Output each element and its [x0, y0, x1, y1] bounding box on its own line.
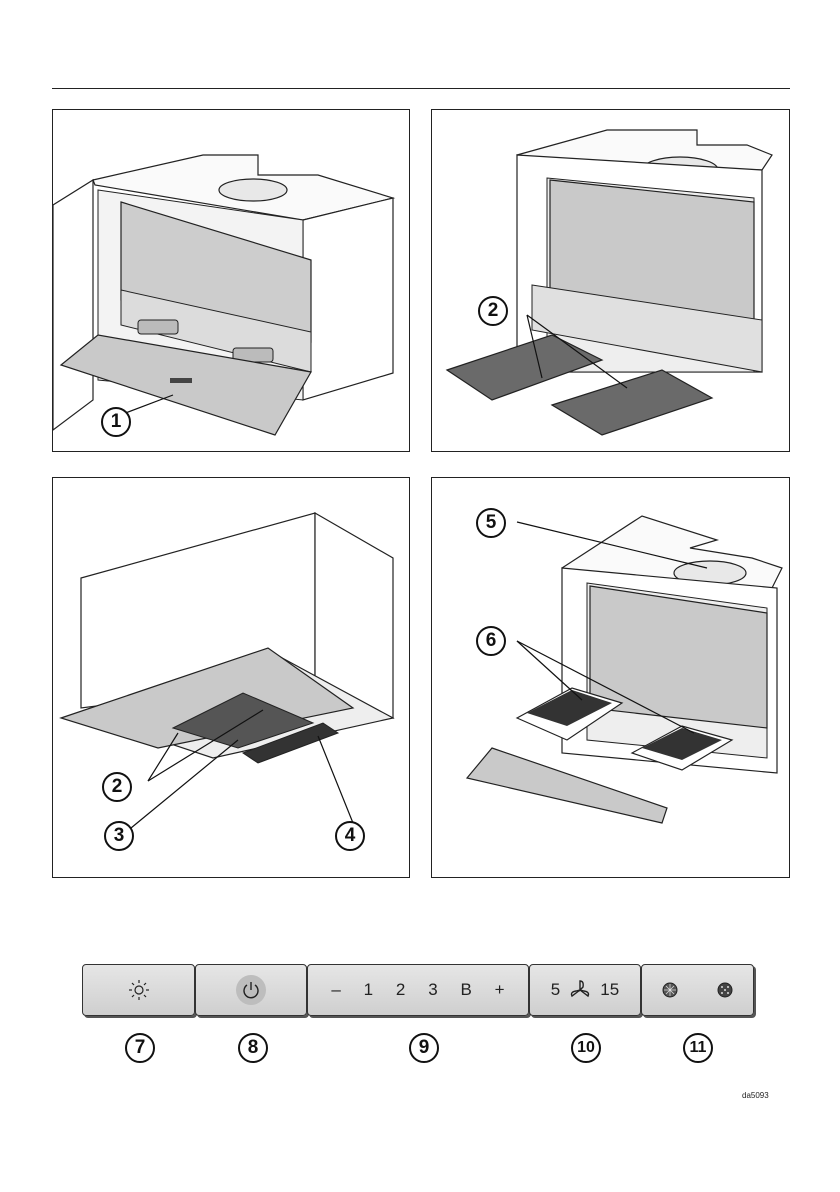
light-button[interactable]: [82, 964, 195, 1016]
callout-10: 10: [571, 1033, 601, 1063]
fan-level-2[interactable]: 2: [396, 980, 405, 1000]
light-icon: [127, 978, 151, 1002]
run-on-timer: 5 15: [529, 964, 641, 1016]
callout-7: 7: [125, 1033, 155, 1063]
fan-plus-button[interactable]: +: [495, 980, 505, 1000]
timer-15[interactable]: 15: [600, 980, 619, 1000]
callout-5: 5: [476, 508, 506, 538]
callout-4: 4: [335, 821, 365, 851]
power-icon: [241, 980, 261, 1000]
fan-level-1[interactable]: 1: [364, 980, 373, 1000]
figure-code: da5093: [742, 1091, 769, 1100]
fan-speed-controls: – 1 2 3 B +: [307, 964, 529, 1016]
callout-3: 3: [104, 821, 134, 851]
top-rule: [52, 88, 790, 89]
logo-plate: [170, 378, 192, 383]
callout-2-bottom: 2: [102, 772, 132, 802]
odour-filter-icon[interactable]: [717, 982, 733, 998]
figure-underside: 2 3 4: [52, 477, 410, 878]
fan-booster[interactable]: B: [460, 980, 471, 1000]
figure-door-open: 1: [52, 109, 410, 452]
callout-1: 1: [101, 407, 131, 437]
power-button[interactable]: [195, 964, 307, 1016]
control-panel: – 1 2 3 B + 5 15: [82, 964, 754, 1018]
figure-odour-filters: 5 6: [431, 477, 790, 878]
grease-filter-icon[interactable]: [662, 982, 678, 998]
fan-minus-button[interactable]: –: [331, 980, 340, 1000]
callout-2-top: 2: [478, 296, 508, 326]
timer-5[interactable]: 5: [551, 980, 560, 1000]
fan-level-3[interactable]: 3: [428, 980, 437, 1000]
filter-indicators: [641, 964, 754, 1016]
callout-9: 9: [409, 1033, 439, 1063]
callout-11: 11: [683, 1033, 713, 1063]
fan-icon: [568, 979, 592, 1001]
figure-grease-filters: 2: [431, 109, 790, 452]
callout-6: 6: [476, 626, 506, 656]
callout-8: 8: [238, 1033, 268, 1063]
